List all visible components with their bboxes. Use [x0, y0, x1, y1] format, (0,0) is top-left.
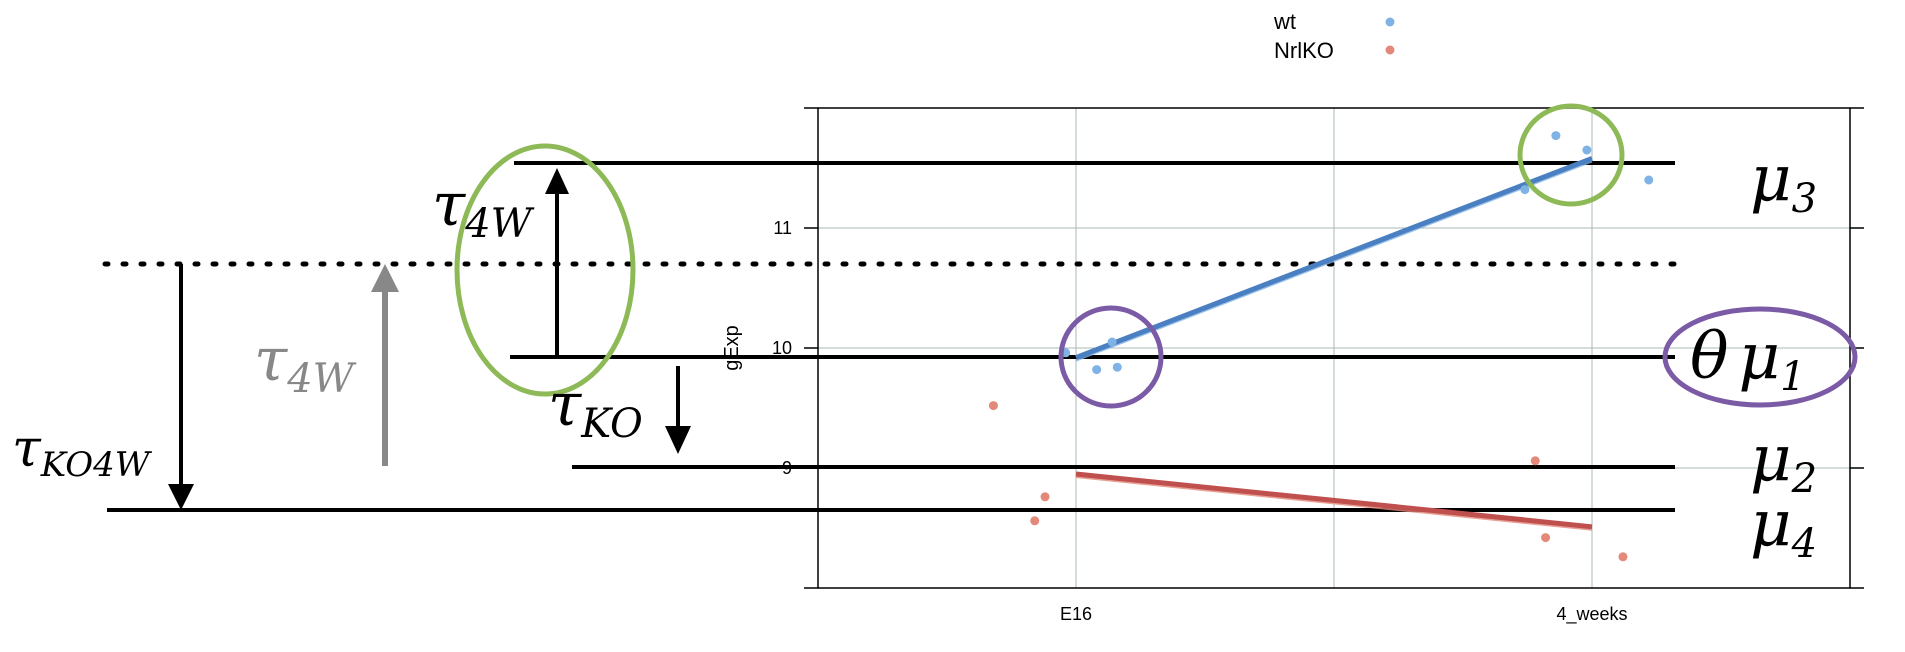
tau-ko4w-arrowhead	[168, 484, 194, 510]
fit-line-nrlko	[1075, 471, 1593, 530]
data-point-nrlko	[1618, 552, 1628, 562]
green-ellipse-4weeks	[1517, 103, 1625, 207]
data-point-wt	[1520, 185, 1530, 195]
data-point-wt	[1107, 337, 1117, 347]
y-tick-label: 11	[773, 218, 792, 238]
effect-arrows	[168, 168, 691, 510]
tau-ko-arrowhead	[665, 426, 691, 454]
highlight-ellipses	[454, 103, 1858, 409]
data-layer	[988, 131, 1654, 562]
data-point-wt	[1551, 131, 1561, 141]
tick-labels: 91011E164_weeks	[772, 218, 1628, 625]
x-tick-label: 4_weeks	[1556, 604, 1627, 625]
y-axis-label: gExp	[721, 325, 743, 371]
fit-line-shadow-nrlko	[1075, 476, 1593, 531]
tau-ko4w-label: τKO4W	[12, 419, 153, 485]
tau-ko-label: τKO	[548, 370, 643, 447]
fit-line-wt	[1075, 156, 1593, 360]
mu4-label: μ4	[1750, 487, 1817, 567]
green-ellipse-tau4w	[454, 143, 636, 397]
x-tick-label: E16	[1060, 604, 1092, 624]
data-point-nrlko	[988, 401, 998, 411]
data-point-wt	[1582, 145, 1592, 155]
legend-dot-nrlko	[1385, 45, 1395, 55]
data-point-nrlko	[1040, 492, 1050, 502]
axis-ticks	[804, 107, 1864, 589]
legend-label-wt: wt	[1273, 9, 1296, 34]
purple-ellipse-theta-mu1	[1662, 306, 1858, 408]
mu3-label: μ3	[1750, 142, 1817, 222]
legend-label-nrlko: NrlKO	[1274, 38, 1334, 63]
legend: wt NrlKO	[1273, 9, 1395, 63]
effect-labels: τ4W τ4W τKO τKO4W	[12, 170, 643, 485]
purple-ellipse-e16	[1058, 305, 1164, 409]
mu2-label: μ2	[1750, 422, 1817, 502]
data-point-wt	[1112, 362, 1122, 372]
tau-4w-gray-label: τ4W	[254, 325, 357, 402]
data-point-nrlko	[1030, 516, 1040, 526]
y-tick-label: 10	[772, 338, 792, 358]
fit-line-shadow-wt	[1075, 160, 1593, 362]
tau-4w-gray-arrowhead	[371, 264, 399, 292]
data-point-nrlko	[1530, 456, 1540, 466]
tau-4w-arrowhead	[545, 168, 569, 194]
data-point-nrlko	[1541, 533, 1551, 543]
data-point-wt	[1092, 365, 1102, 375]
data-point-wt	[1644, 175, 1654, 185]
legend-dot-wt	[1385, 17, 1395, 27]
tau-4w-label: τ4W	[432, 170, 535, 247]
level-lines	[102, 161, 1678, 512]
